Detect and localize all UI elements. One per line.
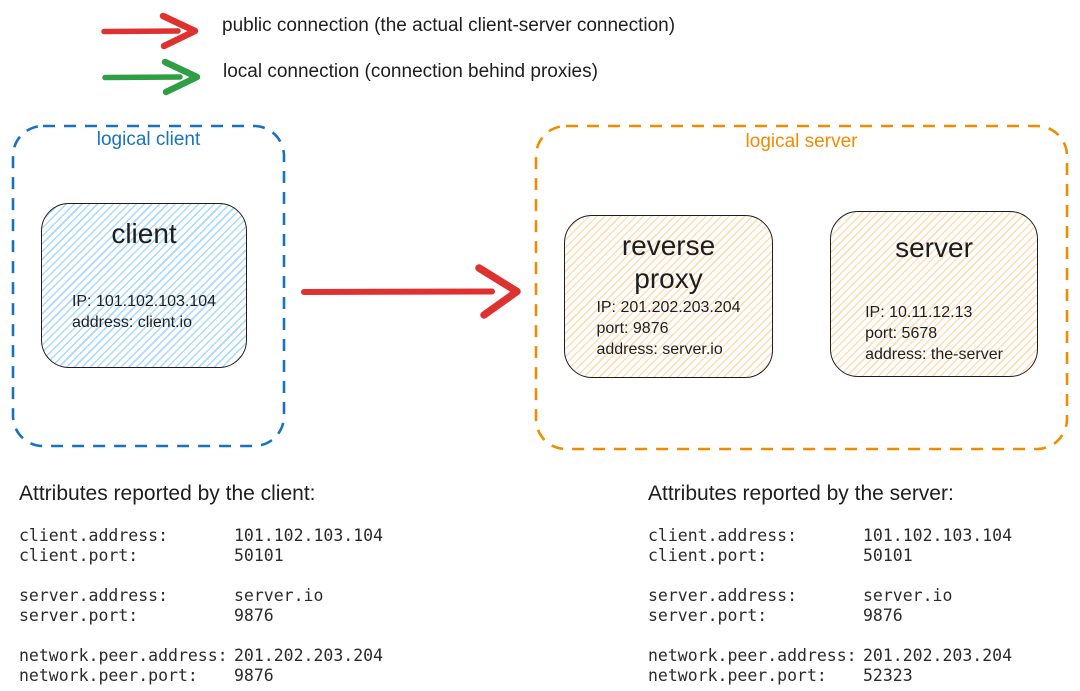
attr-value: 101.102.103.104: [234, 526, 384, 545]
logical-server-outline: [534, 124, 1069, 451]
attr-value: 201.202.203.204: [863, 646, 1013, 665]
attr-row: client.address: 101.102.103.104: [19, 526, 383, 546]
attr-row: server.address: server.io: [648, 586, 1012, 606]
logical-client-outline: [11, 124, 286, 448]
client-node-detail-line: IP: 101.102.103.104: [71, 293, 217, 310]
attr-group: client.address: 101.102.103.104 client.p…: [19, 526, 383, 566]
attr-row: network.peer.address: 201.202.203.204: [19, 646, 383, 666]
attr-key: client.port:: [19, 546, 139, 565]
client-node-details: IP: 101.102.103.104 address: client.io: [72, 291, 216, 333]
server-node-title: server: [895, 232, 973, 263]
attr-row: server.port: 9876: [648, 606, 1012, 626]
reverse-proxy-node: reverse proxy IP: 201.202.203.204 port: …: [564, 215, 773, 378]
client-attributes-heading: Attributes reported by the client:: [19, 482, 316, 505]
attr-key: network.peer.address:: [19, 646, 228, 665]
logical-client-label: logical client: [96, 129, 201, 150]
logical-server-label: logical server: [745, 131, 858, 152]
attr-group: network.peer.address: 201.202.203.204 ne…: [19, 646, 383, 686]
attr-value: 50101: [234, 546, 284, 565]
server-node: server IP: 10.11.12.13 port: 5678 addres…: [830, 211, 1038, 377]
attr-key: client.address:: [648, 526, 798, 545]
attr-value: server.io: [234, 586, 324, 605]
attr-value: 9876: [234, 666, 274, 685]
server-node-detail-line: address: the-server: [865, 346, 1003, 363]
attr-key: network.peer.address:: [648, 646, 857, 665]
reverse-proxy-node-detail-line: port: 9876: [596, 320, 669, 337]
client-node: client IP: 101.102.103.104 address: clie…: [41, 203, 247, 368]
server-attributes-table: client.address: 101.102.103.104 client.p…: [648, 526, 1012, 686]
server-node-detail-line: port: 5678: [865, 325, 938, 342]
client-node-detail-line: address: client.io: [71, 314, 192, 331]
attr-value: 9876: [234, 606, 274, 625]
reverse-proxy-node-title: reverse proxy: [621, 230, 716, 294]
attr-group: network.peer.address: 201.202.203.204 ne…: [648, 646, 1012, 686]
client-attributes-table: client.address: 101.102.103.104 client.p…: [19, 526, 383, 686]
attr-group: client.address: 101.102.103.104 client.p…: [648, 526, 1012, 566]
attr-key: server.address:: [648, 586, 798, 605]
attr-row: client.address: 101.102.103.104: [648, 526, 1012, 546]
local-arrow-icon: [102, 58, 201, 96]
attr-group: server.address: server.io server.port: 9…: [19, 586, 383, 626]
attr-key: network.peer.port:: [648, 666, 827, 685]
reverse-proxy-node-detail-line: address: server.io: [596, 341, 723, 358]
attr-key: network.peer.port:: [19, 666, 198, 685]
attr-key: server.port:: [648, 606, 768, 625]
attr-key: server.port:: [19, 606, 139, 625]
attr-value: server.io: [863, 586, 953, 605]
attr-value: 101.102.103.104: [863, 526, 1013, 545]
attr-group: server.address: server.io server.port: 9…: [648, 586, 1012, 626]
attr-row: network.peer.address: 201.202.203.204: [648, 646, 1012, 666]
attr-value: 50101: [863, 546, 913, 565]
attr-value: 9876: [863, 606, 903, 625]
attr-row: client.port: 50101: [19, 546, 383, 566]
client-node-title: client: [111, 218, 177, 249]
server-attributes-heading: Attributes reported by the server:: [648, 482, 954, 505]
server-node-detail-line: IP: 10.11.12.13: [865, 304, 973, 321]
attr-row: client.port: 50101: [648, 546, 1012, 566]
server-node-details: IP: 10.11.12.13 port: 5678 address: the-…: [865, 302, 1003, 365]
attr-row: server.port: 9876: [19, 606, 383, 626]
attr-row: server.address: server.io: [19, 586, 383, 606]
attr-row: network.peer.port: 52323: [648, 666, 1012, 686]
attr-value: 52323: [863, 666, 913, 685]
reverse-proxy-node-details: IP: 201.202.203.204 port: 9876 address: …: [596, 297, 740, 360]
attr-row: network.peer.port: 9876: [19, 666, 383, 686]
attr-key: client.port:: [648, 546, 768, 565]
public-connection-arrow: [301, 264, 521, 319]
legend-local-label: local connection (connection behind prox…: [223, 61, 598, 82]
attr-key: server.address:: [19, 586, 169, 605]
reverse-proxy-node-detail-line: IP: 201.202.203.204: [596, 299, 741, 316]
attr-key: client.address:: [19, 526, 169, 545]
legend-public-label: public connection (the actual client-ser…: [222, 15, 676, 36]
public-arrow-icon: [101, 12, 199, 50]
attr-value: 201.202.203.204: [234, 646, 384, 665]
